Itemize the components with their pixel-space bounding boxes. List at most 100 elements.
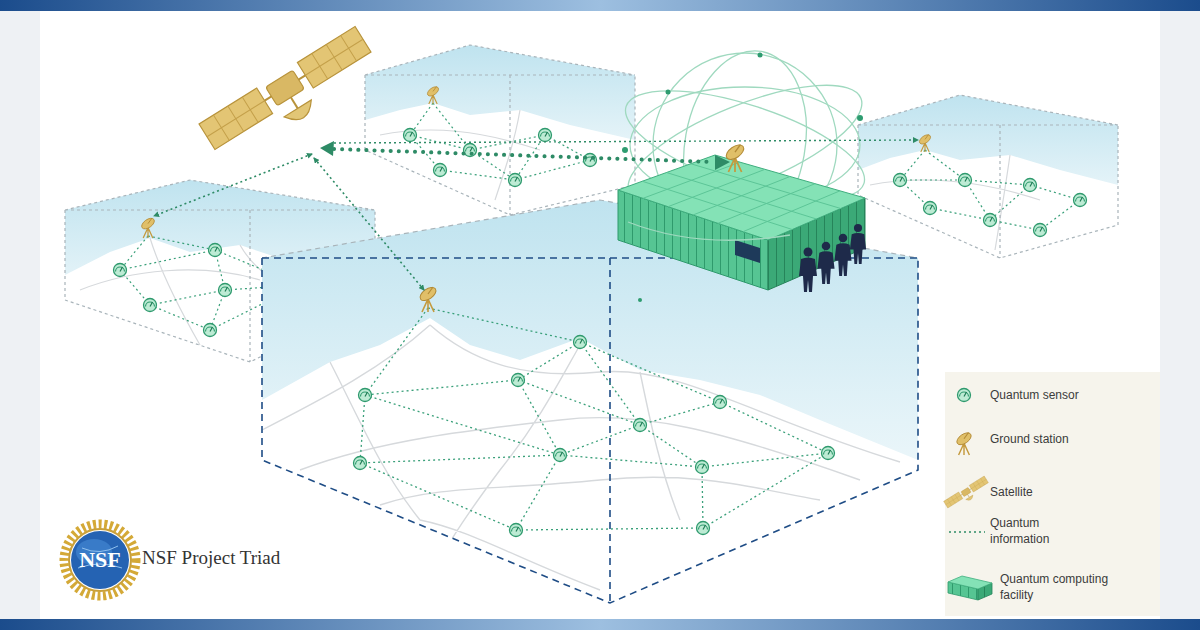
region-box-large xyxy=(822,447,835,460)
people-silhouettes xyxy=(799,248,817,293)
quantum-link-main xyxy=(320,141,730,170)
seal-emblem: NSF xyxy=(70,530,130,590)
region-box xyxy=(900,150,1080,230)
quantum-link xyxy=(334,140,918,143)
region-box xyxy=(858,95,1118,258)
region-box xyxy=(434,164,447,177)
people-silhouettes xyxy=(799,224,866,292)
region-box xyxy=(140,216,156,238)
region-box-large xyxy=(510,524,523,537)
region-box xyxy=(365,45,635,215)
region-box xyxy=(204,324,217,337)
region-box xyxy=(1074,194,1087,207)
region-box xyxy=(114,264,127,277)
people-silhouettes xyxy=(817,242,834,284)
region-box xyxy=(539,129,552,142)
region-box-large xyxy=(512,374,525,387)
region-box xyxy=(924,202,937,215)
legend-text: Quantum computing facility xyxy=(1000,572,1112,603)
orbit-dots xyxy=(857,115,863,121)
region-box xyxy=(959,174,972,187)
quantum-computing-facility xyxy=(618,155,865,240)
region-box-large xyxy=(262,200,918,603)
orbit-dots xyxy=(638,298,642,302)
page-frame xyxy=(40,0,1160,630)
region-box xyxy=(858,150,1118,258)
legend-samples xyxy=(949,531,985,533)
region-box xyxy=(144,299,157,312)
region-box-large xyxy=(634,419,647,432)
legend-panel xyxy=(945,372,1160,616)
region-box-large xyxy=(697,522,710,535)
region-box-large xyxy=(262,325,900,590)
orbit-rings-front xyxy=(628,222,790,240)
quantum-link-main xyxy=(715,155,730,170)
legend-samples xyxy=(955,430,973,455)
people-silhouettes xyxy=(834,234,851,276)
quantum-computing-facility xyxy=(724,142,747,172)
legend-text: Satellite xyxy=(990,485,1102,501)
region-box-large xyxy=(574,336,587,349)
region-box xyxy=(984,214,997,227)
region-box xyxy=(858,95,1118,258)
region-box-large xyxy=(554,449,567,462)
quantum-link xyxy=(154,154,312,216)
region-box-large xyxy=(262,258,918,603)
region-box-large xyxy=(714,396,727,409)
region-box xyxy=(509,174,522,187)
region-box-large xyxy=(360,308,828,530)
region-box xyxy=(858,95,1118,258)
quantum-link xyxy=(314,158,424,290)
region-box xyxy=(365,45,635,215)
legend-samples xyxy=(944,476,991,512)
region-box xyxy=(380,110,540,200)
region-box xyxy=(1034,224,1047,237)
region-box xyxy=(365,45,635,215)
legend-samples xyxy=(958,389,971,402)
region-box xyxy=(918,133,932,152)
region-box-large xyxy=(262,325,900,590)
quantum-link-main xyxy=(320,141,334,156)
region-box-large xyxy=(696,461,709,474)
legend-panel xyxy=(945,372,1160,616)
orbit-rings-front xyxy=(628,222,790,240)
legend-samples xyxy=(944,389,992,601)
region-box xyxy=(870,155,1040,250)
quantum-computing-facility xyxy=(735,240,760,263)
region-box xyxy=(1024,179,1037,192)
quantum-link-main xyxy=(334,149,714,162)
orbit-dots xyxy=(758,53,763,58)
orbit-dots xyxy=(666,90,671,95)
legend-text: Quantum information xyxy=(990,516,1102,547)
region-box xyxy=(894,174,907,187)
region-box xyxy=(219,284,232,297)
legend-samples xyxy=(948,576,992,589)
seal-rays xyxy=(69,529,131,591)
region-box-large xyxy=(354,457,367,470)
region-box-large xyxy=(262,200,918,603)
satellite xyxy=(199,27,382,167)
region-box-large xyxy=(359,389,372,402)
legend-text: Ground station xyxy=(990,432,1102,448)
seal-globe xyxy=(71,531,129,589)
seal-rays xyxy=(64,524,136,596)
page-frame xyxy=(0,619,1200,630)
orbit-dots xyxy=(622,147,628,153)
region-box xyxy=(404,129,417,142)
quantum-computing-facility xyxy=(618,142,865,290)
region-box xyxy=(584,154,597,167)
page-frame xyxy=(0,0,1200,11)
brand-title: NSF Project Triad xyxy=(142,547,280,570)
satellite xyxy=(199,27,382,167)
quantum-computing-facility xyxy=(642,162,841,232)
region-box-large xyxy=(262,318,918,603)
region-box xyxy=(209,244,222,257)
legend-text: Quantum sensor xyxy=(990,388,1102,404)
seal-rays xyxy=(64,524,136,596)
region-box-large xyxy=(418,285,438,312)
region-box xyxy=(426,85,440,104)
people-silhouettes xyxy=(850,224,866,264)
seal-text: NSF xyxy=(79,549,121,571)
